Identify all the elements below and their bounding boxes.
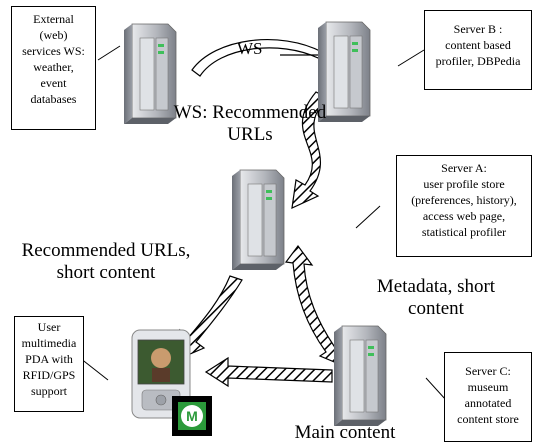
server-icon-a — [232, 169, 285, 270]
server-icon-c — [334, 325, 387, 426]
external-line-5: event — [40, 76, 67, 90]
ws-recommended-line-2: URLs — [227, 124, 273, 145]
server-b-box: Server B : content based profiler, DBPed… — [424, 10, 532, 90]
external-line-3: services WS: — [22, 44, 85, 58]
ws-recommended-line-1: WS: Recommended — [173, 102, 327, 123]
recommended-short-label: Recommended URLs, short content — [6, 240, 206, 284]
server-a-box: Server A: user profile store (preference… — [396, 155, 532, 257]
connector-external — [97, 45, 121, 61]
metadata-short-line-1: Metadata, short — [376, 276, 496, 297]
server-b-line-1: Server B : — [453, 22, 503, 36]
external-line-4: weather, — [33, 60, 74, 74]
connector-user — [79, 357, 109, 381]
user-pda-box: User multimedia PDA with RFID/GPS suppor… — [14, 316, 84, 412]
metadata-short-label: Metadata, short content — [356, 276, 516, 320]
recommended-short-line-1: Recommended URLs, — [21, 240, 191, 261]
external-services-box: External (web) services WS: weather, eve… — [11, 6, 96, 130]
user-line-5: support — [31, 384, 67, 398]
connector-server-b — [397, 49, 425, 67]
server-a-line-3: (preferences, history), — [411, 193, 517, 207]
ws-recommended-label: WS: Recommended URLs — [160, 102, 340, 146]
server-icon-b — [318, 21, 371, 122]
recommended-short-line-2: short content — [56, 262, 156, 283]
user-line-3: PDA with — [25, 352, 73, 366]
user-line-2: multimedia — [21, 336, 77, 350]
metadata-short-line-2: content — [408, 298, 464, 319]
user-line-1: User — [37, 320, 61, 334]
arrow-b-to-a — [291, 91, 330, 210]
app-logo-icon: M — [172, 396, 212, 436]
main-content-label: Main content — [294, 422, 396, 443]
external-line-1: External — [33, 12, 74, 26]
ws-label: WS — [237, 39, 263, 58]
server-a-line-4: access web page, — [422, 209, 506, 223]
server-c-box: Server C: museum annotated content store — [444, 352, 532, 442]
server-icon-external — [124, 23, 177, 124]
server-a-line-1: Server A: — [441, 161, 487, 175]
external-line-2: (web) — [39, 28, 68, 42]
svg-text:M: M — [186, 408, 198, 424]
server-a-line-5: statistical profiler — [421, 225, 507, 239]
user-line-4: RFID/GPS — [22, 368, 76, 382]
connector-server-a — [355, 205, 381, 229]
arrow-c-to-pda — [204, 356, 333, 388]
server-c-line-4: content store — [457, 412, 519, 426]
server-b-line-2: content based — [445, 38, 511, 52]
server-b-line-3: profiler, DBPedia — [435, 54, 521, 68]
external-line-6: databases — [30, 92, 77, 106]
server-a-line-2: user profile store — [423, 177, 505, 191]
server-c-line-2: museum — [467, 380, 509, 394]
server-c-line-1: Server C: — [465, 364, 511, 378]
server-c-line-3: annotated — [464, 396, 512, 410]
connector-server-c — [425, 377, 447, 401]
